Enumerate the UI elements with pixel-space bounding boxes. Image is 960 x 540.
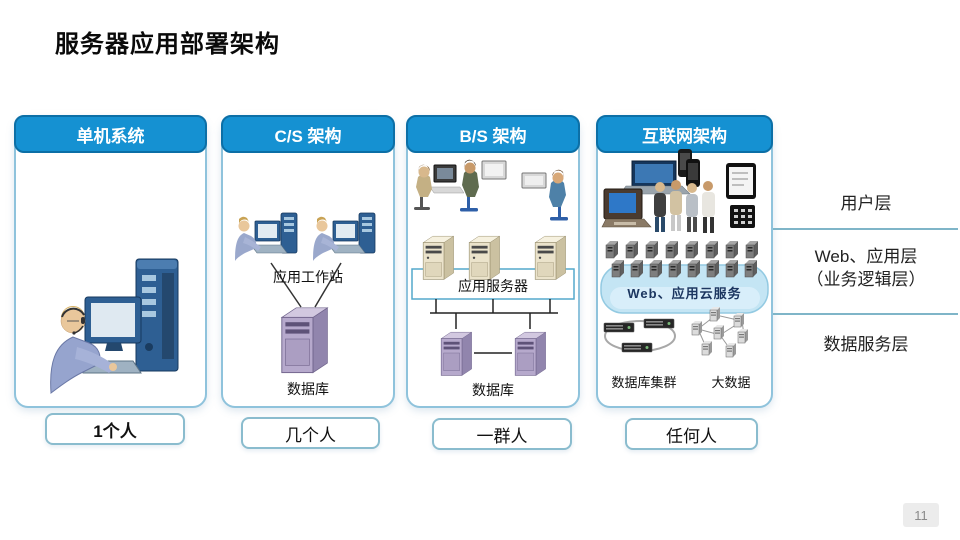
people-group-icon bbox=[654, 180, 715, 233]
seated-user-icon bbox=[521, 169, 568, 221]
database-tower-icon bbox=[514, 331, 546, 376]
layer-label-web-app: Web、应用层 （业务逻辑层） bbox=[775, 246, 957, 292]
layer-label-user: 用户层 bbox=[840, 194, 892, 213]
database-label: 数据库 bbox=[287, 381, 329, 397]
layer-divider bbox=[773, 313, 958, 315]
smartphone-icon bbox=[678, 149, 700, 187]
server-tower-icon bbox=[534, 235, 566, 280]
database-label: 数据库 bbox=[472, 382, 514, 398]
big-data-label: 大数据 bbox=[711, 375, 751, 390]
server-tower-icon bbox=[422, 235, 455, 280]
column-header-bs: B/S 架构 bbox=[406, 115, 580, 153]
layer-label-web-app-sub: （业务逻辑层） bbox=[806, 269, 926, 289]
server-tower-icon bbox=[468, 235, 501, 280]
layer-divider bbox=[773, 228, 958, 230]
workstation-label: 应用工作站 bbox=[273, 269, 343, 285]
keypad-device-icon bbox=[730, 205, 755, 228]
desktop-computer-icon bbox=[601, 188, 652, 228]
connector-line bbox=[270, 262, 302, 308]
column-header-standalone: 单机系统 bbox=[14, 115, 207, 153]
audience-box-bs: 一群人 bbox=[432, 418, 572, 450]
audience-box-internet: 任何人 bbox=[625, 418, 758, 450]
cloud-service-label: Web、应用云服务 bbox=[627, 286, 742, 301]
page-number: 11 bbox=[903, 503, 939, 527]
seated-user-icon bbox=[414, 164, 465, 210]
seated-user-icon bbox=[460, 159, 507, 212]
tablet-icon bbox=[726, 163, 756, 199]
cs-diagram bbox=[234, 212, 376, 374]
workstation-icon bbox=[234, 212, 298, 262]
database-cluster-icon bbox=[603, 318, 676, 353]
layer-label-data-service: 数据服务层 bbox=[823, 335, 909, 354]
connector-line bbox=[314, 262, 342, 308]
big-data-cluster-icon bbox=[691, 306, 749, 358]
column-header-cs: C/S 架构 bbox=[221, 115, 395, 153]
internet-diagram bbox=[600, 149, 769, 358]
layer-label-web-app-main: Web、应用层 bbox=[814, 247, 918, 266]
bs-diagram bbox=[411, 159, 575, 376]
person-at-desktop-icon bbox=[50, 258, 179, 394]
column-header-internet: 互联网架构 bbox=[596, 115, 773, 153]
column-standalone-system: 单机系统 bbox=[14, 115, 207, 408]
column-bs-architecture: B/S 架构 bbox=[406, 115, 580, 408]
audience-box-cs: 几个人 bbox=[241, 417, 380, 449]
db-cluster-label: 数据库集群 bbox=[611, 375, 677, 390]
column-internet-architecture: 互联网架构 bbox=[596, 115, 773, 408]
column-cs-architecture: C/S 架构 应用工作站 数据库 bbox=[221, 115, 395, 408]
connector-lines bbox=[430, 299, 558, 354]
workstation-icon bbox=[312, 212, 376, 262]
database-tower-icon bbox=[440, 331, 473, 376]
audience-box-standalone: 1个人 bbox=[45, 413, 185, 445]
database-tower-icon bbox=[281, 307, 328, 374]
page-title: 服务器应用部署架构 bbox=[55, 31, 280, 58]
app-server-label: 应用服务器 bbox=[458, 278, 528, 294]
